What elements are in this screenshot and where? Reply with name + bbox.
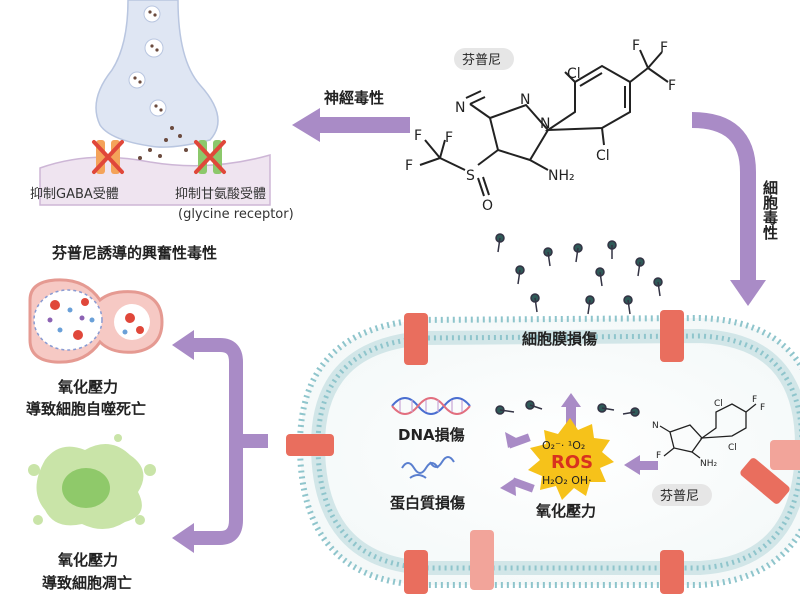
gaba-receptor — [92, 140, 124, 174]
f-atom-3: F — [668, 78, 676, 94]
fipronil-structure: 芬普尼 Cl Cl F — [405, 38, 676, 214]
nitrile-n-atom: N — [455, 100, 465, 116]
cell-fipronil-tag — [652, 484, 712, 506]
mini-cl-atom: Cl — [714, 399, 723, 409]
presynaptic-terminal — [95, 0, 219, 148]
amine-group: NH₂ — [548, 168, 575, 184]
ros-species-top: O₂⁻· ¹O₂ — [542, 439, 585, 452]
outcome-bracket-arrow — [172, 330, 268, 553]
glycine-label: 抑制甘氨酸受體 — [175, 187, 266, 202]
mini-n-atom: N — [652, 421, 659, 431]
neurotoxicity-label: 神經毒性 — [324, 89, 384, 107]
cl-top-atom: Cl — [567, 66, 581, 82]
membrane-channels — [286, 310, 800, 594]
protein-damage-label: 蛋白質損傷 — [390, 494, 465, 512]
dna-damage-label: DNA損傷 — [398, 426, 465, 444]
ros-label: ROS — [551, 452, 593, 473]
synapse-illustration: 抑制GABA受體 抑制甘氨酸受體 (glycine receptor) 芬普尼誘… — [30, 0, 294, 262]
mini-f-atom: F — [752, 395, 757, 405]
apoptosis-cell — [28, 434, 156, 530]
autophagy-line1: 氧化壓力 — [57, 378, 118, 396]
ros-species-bottom: H₂O₂ OH· — [542, 474, 592, 487]
f-atom-5: F — [445, 130, 453, 146]
membrane-damage-label: 細胞膜損傷 — [522, 330, 597, 348]
apoptosis-line2: 導致細胞凋亡 — [42, 574, 132, 592]
ros-burst: O₂⁻· ¹O₂ ROS H₂O₂ OH· — [528, 418, 614, 500]
excitotoxicity-caption: 芬普尼誘導的興奮性毒性 — [52, 244, 217, 262]
mini-cl-atom-2: Cl — [728, 443, 737, 453]
f-atom-4: F — [414, 128, 422, 144]
gaba-label: 抑制GABA受體 — [30, 187, 119, 202]
fipronil-name: 芬普尼 — [462, 53, 501, 68]
mini-f-atom-2: F — [760, 403, 765, 413]
ring-n-atom-1: N — [520, 92, 530, 108]
dna-icon — [391, 397, 471, 415]
dispersed-lipids — [495, 233, 663, 417]
ring-n-atom-2: N — [540, 116, 550, 132]
cl-bottom-atom: Cl — [596, 148, 610, 164]
f-atom-6: F — [405, 158, 413, 174]
cytotoxicity-label: 細胞毒性 — [761, 179, 779, 241]
cell-fipronil-name: 芬普尼 — [660, 489, 699, 504]
molecule-bonds — [419, 49, 669, 197]
neurotoxicity-arrow: 神經毒性 — [292, 89, 410, 142]
glycine-receptor — [194, 140, 226, 174]
sulfur-atom: S — [466, 168, 475, 184]
autophagy-cell — [28, 278, 164, 364]
mini-amine-group: NH₂ — [700, 459, 718, 469]
oxidative-stress-label: 氧化壓力 — [535, 502, 596, 520]
cytotoxicity-arrow: 細胞毒性 — [691, 112, 779, 306]
molecule-atoms: Cl Cl F F F N N N S O F F F NH₂ — [405, 38, 676, 214]
autophagy-line2: 導致細胞自噬死亡 — [26, 400, 146, 418]
synaptic-vesicles — [128, 5, 167, 117]
protein-icon — [401, 456, 455, 479]
ros-effect-arrows — [500, 393, 658, 496]
apoptosis-line1: 氧化壓力 — [57, 551, 118, 569]
mini-fipronil-structure: Cl Cl F F F N NH₂ — [652, 395, 765, 469]
f-atom-2: F — [660, 40, 668, 56]
neurotransmitter-dots — [133, 10, 188, 160]
glycine-sublabel: (glycine receptor) — [178, 207, 294, 222]
oxygen-atom: O — [482, 198, 493, 214]
f-atom-1: F — [632, 38, 640, 54]
fipronil-name-tag — [454, 48, 514, 70]
mini-f-atom-3: F — [656, 451, 661, 461]
